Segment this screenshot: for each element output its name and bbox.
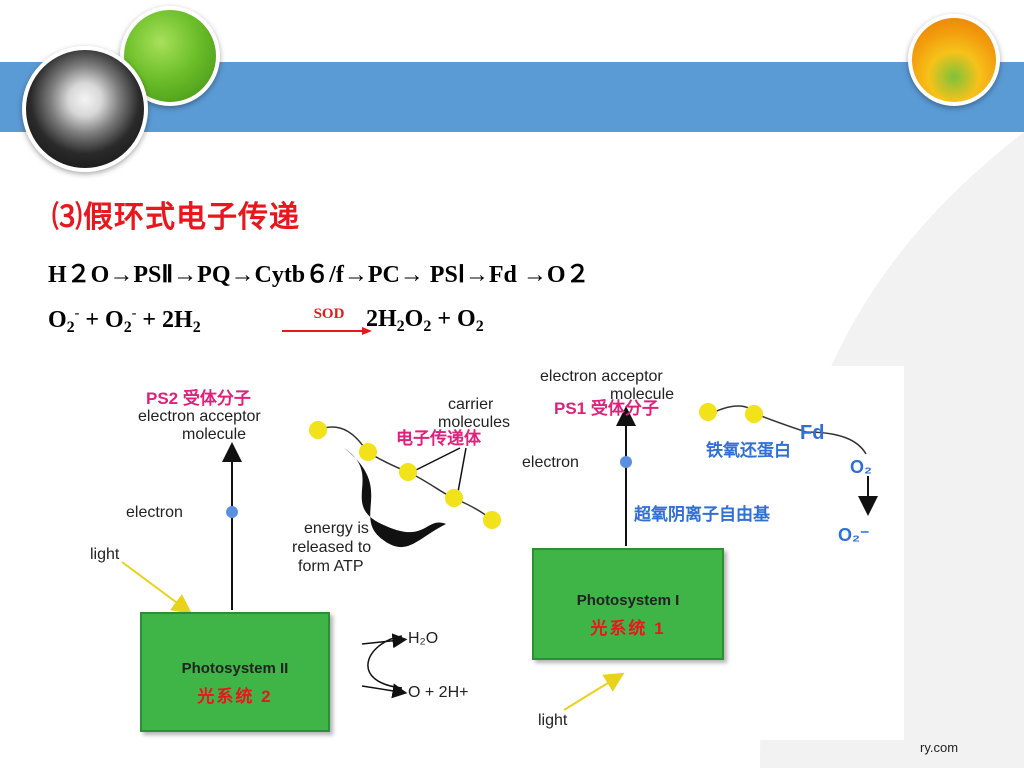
carrier-en2: molecules bbox=[438, 414, 511, 431]
light-label-left: light bbox=[90, 546, 120, 563]
photosystem-i-cn: 光系统 1 bbox=[590, 619, 666, 638]
eq-term2: O2- bbox=[105, 306, 137, 336]
ps2-acceptor-en1: electron acceptor bbox=[138, 408, 261, 425]
o2-minus-label: O₂⁻ bbox=[838, 525, 870, 545]
ferredoxin-cn: 铁氧还蛋白 bbox=[706, 441, 791, 460]
carrier-molecule bbox=[309, 421, 327, 439]
carrier-molecule bbox=[699, 403, 717, 421]
photosystem-ii-name: Photosystem II bbox=[181, 660, 289, 677]
electron-dot bbox=[226, 506, 238, 518]
water-splitting-arrow bbox=[367, 635, 403, 689]
dandelion-circle-image bbox=[22, 46, 148, 172]
ps1-acceptor-cn: PS1 受体分子 bbox=[554, 399, 659, 418]
electron-dot bbox=[620, 456, 632, 468]
ps2-acceptor-cn: PS2 受体分子 bbox=[146, 389, 251, 408]
light-arrow-bottom bbox=[563, 672, 625, 711]
diagram-graphics bbox=[121, 403, 878, 711]
footer-source: ry.com bbox=[920, 740, 959, 755]
photosystem-i-name: Photosystem I bbox=[576, 592, 680, 609]
o2-label: O₂ bbox=[850, 457, 872, 477]
carrier-molecule bbox=[483, 511, 501, 529]
ps1-acceptor-en1: electron acceptor bbox=[540, 368, 663, 385]
photosynthesis-diagram: PS2 受体分子 electron acceptor molecule carr… bbox=[86, 366, 904, 740]
section-title: ⑶假环式电子传递 bbox=[52, 201, 300, 234]
equation-products: 2H2O2 + O2 bbox=[366, 306, 484, 335]
photosystem-ii-cn: 光系统 2 bbox=[197, 687, 273, 706]
photosystem-i-box: Photosystem I 光系统 1 bbox=[532, 548, 724, 660]
carrier-molecule bbox=[359, 443, 377, 461]
eq-term1: O2- bbox=[48, 306, 80, 336]
flower-circle-image bbox=[908, 14, 1000, 106]
superoxide-cn: 超氧阴离子自由基 bbox=[634, 505, 770, 524]
light-arrow-left bbox=[121, 561, 193, 614]
carrier-en1: carrier bbox=[448, 396, 494, 413]
water-label: H₂O bbox=[408, 630, 439, 647]
photosystem-ii-box: Photosystem II 光系统 2 bbox=[140, 612, 330, 732]
ps2-acceptor-en2: molecule bbox=[182, 426, 247, 443]
reaction-arrow-icon bbox=[282, 327, 372, 335]
water-products-label: O + 2H+ bbox=[408, 684, 469, 701]
electron-transport-chain: H２O→PSⅡ→PQ→Cytb６/f→PC→ PSⅠ→Fd →O２ bbox=[48, 262, 590, 288]
energy-label-3: form ATP bbox=[298, 558, 364, 575]
fd-label: Fd bbox=[800, 422, 825, 444]
energy-label-1: energy is bbox=[304, 520, 369, 537]
electron-label-left: electron bbox=[126, 504, 183, 521]
sod-equation: O2- + O2- + 2H2 bbox=[48, 306, 201, 336]
electron-label-right: electron bbox=[522, 454, 579, 471]
carrier-molecule bbox=[445, 489, 463, 507]
ps1-acceptor-en2: molecule bbox=[610, 386, 675, 403]
carrier-molecule bbox=[399, 463, 417, 481]
light-label-bottom: light bbox=[538, 712, 568, 729]
energy-swoosh bbox=[344, 448, 446, 548]
carrier-cn: 电子传递体 bbox=[396, 429, 481, 448]
enzyme-label: SOD bbox=[313, 306, 345, 322]
energy-label-2: released to bbox=[292, 539, 372, 556]
carrier-molecule bbox=[745, 405, 763, 423]
